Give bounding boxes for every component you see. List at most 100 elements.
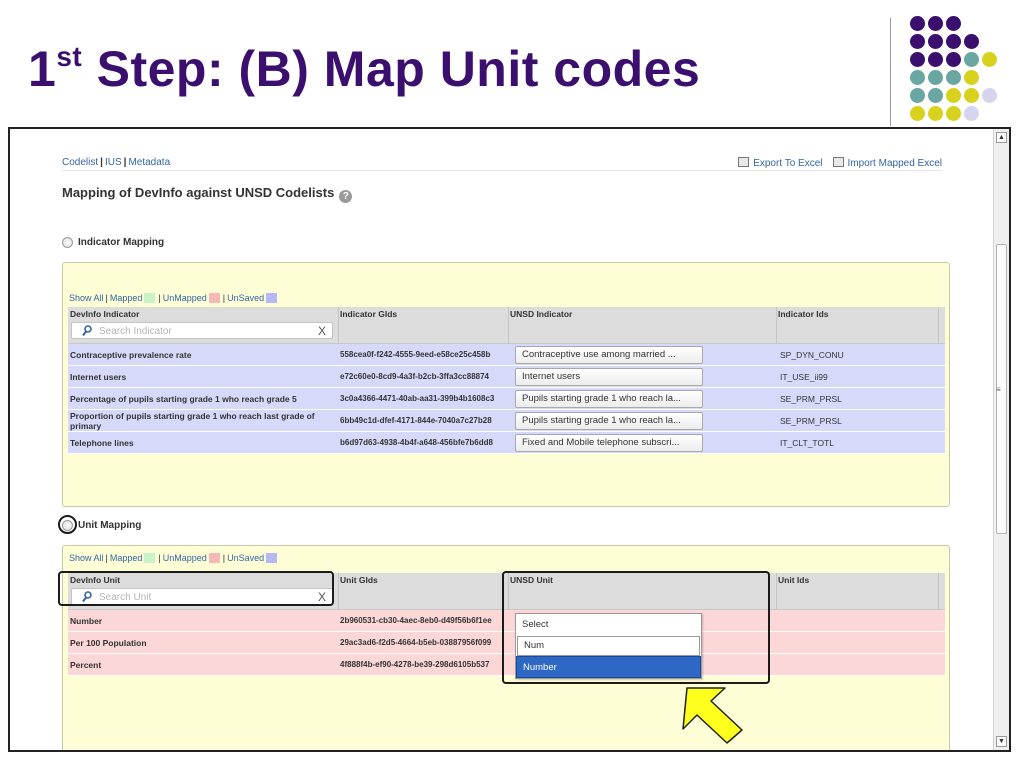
top-nav: Codelist|IUS|Metadata Export To Excel Im… <box>62 157 942 171</box>
table-row[interactable]: Percent 4f888f4b-ef90-4278-be39-298d6105b… <box>68 654 945 676</box>
col-devinfo-unit: DevInfo Unit <box>70 575 121 585</box>
filter-unmapped[interactable]: UnMapped <box>162 553 207 563</box>
page-heading-text: Mapping of DevInfo against UNSD Codelist… <box>62 185 335 200</box>
unsaved-swatch <box>266 293 278 303</box>
filter-show-all[interactable]: Show All <box>69 553 104 563</box>
clear-icon[interactable]: X <box>317 324 326 338</box>
filter-unsaved[interactable]: UnSaved <box>227 553 265 563</box>
table-row[interactable]: Internet users e72c60e0-8cd9-4a3f-b2cb-3f… <box>68 366 945 388</box>
decor-dot <box>910 34 925 49</box>
decor-dot <box>928 16 943 31</box>
decor-dot <box>964 88 979 103</box>
indicator-gid-cell: 3c0a4366-4471-40ab-aa31-399b4b1608c3 <box>340 394 495 403</box>
unsd-indicator-select[interactable]: Contraceptive use among married ... <box>515 346 703 364</box>
decor-dot <box>982 52 997 67</box>
dropdown-filter-input[interactable]: Num <box>517 636 700 656</box>
screenshot-frame: ▲ ≡ ▼ Codelist|IUS|Metadata Export To Ex… <box>8 127 1011 752</box>
indicator-id-cell: IT_CLT_TOTL <box>780 438 835 448</box>
decor-dot <box>910 88 925 103</box>
import-excel-link[interactable]: Import Mapped Excel <box>832 157 943 169</box>
devinfo-indicator-cell: Internet users <box>70 372 127 382</box>
unit-panel: Show All|Mapped|UnMapped|UnSaved DevInfo… <box>62 545 950 750</box>
nav-link-codelist[interactable]: Codelist <box>62 157 99 168</box>
table-row[interactable]: Percentage of pupils starting grade 1 wh… <box>68 388 945 410</box>
indicator-gid-cell: e72c60e0-8cd9-4a3f-b2cb-3ffa3cc88874 <box>340 372 489 381</box>
nav-separator: | <box>123 157 127 168</box>
excel-icon <box>738 157 750 167</box>
legend-sep: | <box>105 293 108 303</box>
devinfo-indicator-cell: Percentage of pupils starting grade 1 wh… <box>70 394 297 404</box>
devinfo-unit-cell: Percent <box>70 660 102 670</box>
unit-legend: Show All|Mapped|UnMapped|UnSaved <box>69 553 280 563</box>
indicator-gid-cell: b6d97d63-4938-4b4f-a648-456bfe7b6dd8 <box>340 438 493 447</box>
scroll-up-icon[interactable]: ▲ <box>996 132 1007 143</box>
scroll-thumb[interactable] <box>996 244 1007 534</box>
help-icon[interactable]: ? <box>339 190 353 203</box>
decor-dot <box>910 70 925 85</box>
filter-unmapped[interactable]: UnMapped <box>162 293 207 303</box>
decor-dot <box>946 34 961 49</box>
col-unsd-unit: UNSD Unit <box>510 575 553 585</box>
devinfo-indicator-cell: Proportion of pupils starting grade 1 wh… <box>70 411 315 431</box>
decor-dot <box>964 34 979 49</box>
devinfo-unit-highlight-box <box>58 571 334 606</box>
indicator-id-cell: SE_PRM_PRSL <box>780 416 842 426</box>
decor-dot <box>946 16 961 31</box>
filter-unsaved[interactable]: UnSaved <box>227 293 265 303</box>
mapped-swatch <box>144 553 156 563</box>
indicator-search-box[interactable]: Search Indicator X <box>71 322 333 339</box>
devinfo-indicator-cell: Telephone lines <box>70 438 134 448</box>
legend-sep: | <box>158 293 161 303</box>
unsd-indicator-select[interactable]: Fixed and Mobile telephone subscri... <box>515 434 703 452</box>
page-heading: Mapping of DevInfo against UNSD Codelist… <box>62 185 353 203</box>
unsd-indicator-select[interactable]: Pupils starting grade 1 who reach la... <box>515 412 703 430</box>
scroll-grip-icon: ≡ <box>996 385 1001 394</box>
table-row[interactable]: Telephone lines b6d97d63-4938-4b4f-a648-4… <box>68 432 945 454</box>
export-excel-label: Export To Excel <box>753 158 823 169</box>
unsd-unit-highlight-box <box>502 571 770 684</box>
unsd-indicator-select[interactable]: Pupils starting grade 1 who reach la... <box>515 390 703 408</box>
title-superscript: st <box>56 41 83 73</box>
slide-title: 1st Step: (B) Map Unit codes <box>28 40 700 98</box>
unit-search-input[interactable]: Search Unit <box>99 592 152 603</box>
dropdown-option-number[interactable]: Number <box>516 656 701 678</box>
indicator-gid-cell: 6bb49c1d-dfef-4171-844e-7040a7c27b28 <box>340 416 492 425</box>
unsd-indicator-select[interactable]: Internet users <box>515 368 703 386</box>
decor-dot <box>928 88 943 103</box>
decor-dot <box>964 70 979 85</box>
export-excel-link[interactable]: Export To Excel <box>738 157 823 169</box>
indicator-search-input[interactable]: Search Indicator <box>99 326 172 337</box>
table-row[interactable]: Proportion of pupils starting grade 1 wh… <box>68 410 945 432</box>
unit-gid-cell: 29ac3ad6-f2d5-4664-b5eb-03887956f099 <box>340 638 492 647</box>
filter-mapped[interactable]: Mapped <box>109 553 143 563</box>
indicator-mapping-toggle[interactable]: Indicator Mapping <box>62 237 164 248</box>
decor-dot <box>982 88 997 103</box>
col-indicator-ids: Indicator Ids <box>778 309 829 319</box>
dropdown-option-select[interactable]: Select <box>522 619 549 630</box>
decor-dot <box>910 52 925 67</box>
unsd-unit-dropdown[interactable]: Select Num Number <box>515 613 702 679</box>
import-excel-label: Import Mapped Excel <box>847 158 943 169</box>
indicator-grid: DevInfo Indicator Indicator GIds UNSD In… <box>68 307 945 454</box>
decor-dot <box>928 52 943 67</box>
decor-dot <box>946 106 961 121</box>
filter-show-all[interactable]: Show All <box>69 293 104 303</box>
nav-link-ius[interactable]: IUS <box>104 157 122 168</box>
search-icon <box>82 325 92 337</box>
scroll-down-icon[interactable]: ▼ <box>996 736 1007 747</box>
clear-icon[interactable]: X <box>317 590 326 604</box>
legend-sep: | <box>222 293 226 303</box>
unit-gid-cell: 4f888f4b-ef90-4278-be39-298d6105b537 <box>340 660 490 669</box>
filter-mapped[interactable]: Mapped <box>109 293 143 303</box>
indicator-mapping-radio[interactable] <box>62 237 73 248</box>
vertical-scrollbar[interactable]: ▲ ≡ ▼ <box>993 129 1009 750</box>
decor-dot <box>946 88 961 103</box>
legend-sep: | <box>105 553 108 563</box>
nav-link-metadata[interactable]: Metadata <box>128 157 171 168</box>
title-text: Step: (B) Map Unit codes <box>82 41 701 97</box>
decor-dot <box>964 52 979 67</box>
